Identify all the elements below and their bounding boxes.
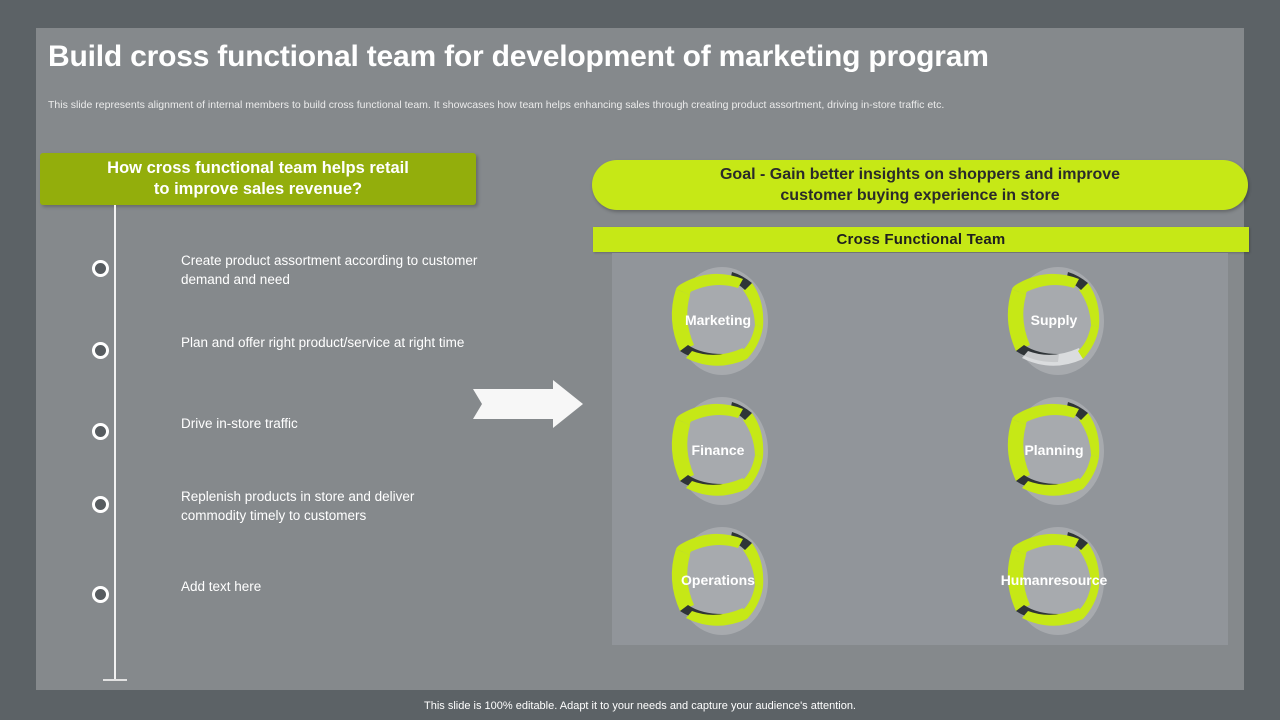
timeline-axis bbox=[114, 205, 116, 680]
page-subtitle: This slide represents alignment of inter… bbox=[48, 99, 945, 111]
timeline-marker-icon bbox=[92, 496, 109, 513]
timeline-marker-icon bbox=[92, 586, 109, 603]
right-arrow-icon bbox=[473, 380, 583, 428]
cross-functional-team-bar: Cross Functional Team bbox=[593, 227, 1249, 252]
left-panel-header: How cross functional team helps retail to… bbox=[40, 153, 476, 205]
page-title: Build cross functional team for developm… bbox=[48, 40, 989, 73]
timeline-marker-icon bbox=[92, 342, 109, 359]
team-node-finance[interactable]: Finance bbox=[646, 389, 790, 511]
team-node-marketing[interactable]: Marketing bbox=[646, 259, 790, 381]
timeline-item-label: Add text here bbox=[181, 579, 262, 594]
circular-arrows-icon bbox=[671, 397, 768, 505]
left-header-line-1: How cross functional team helps retail bbox=[107, 159, 409, 177]
goal-banner: Goal - Gain better insights on shoppers … bbox=[592, 160, 1248, 210]
team-panel: Marketing Suppl bbox=[612, 253, 1228, 645]
team-node-supply[interactable]: Supply bbox=[982, 259, 1126, 381]
goal-line-2: customer buying experience in store bbox=[780, 187, 1060, 204]
team-node-planning[interactable]: Planning bbox=[982, 389, 1126, 511]
timeline-item-label: Drive in-store traffic bbox=[181, 416, 298, 431]
goal-line-1: Goal - Gain better insights on shoppers … bbox=[719, 166, 1121, 183]
timeline-item-label: Replenish products in store and deliver … bbox=[181, 489, 415, 523]
team-node-operations[interactable]: Operations bbox=[646, 519, 790, 641]
timeline-item-label: Plan and offer right product/service at … bbox=[181, 335, 465, 350]
circular-arrows-icon bbox=[1007, 397, 1104, 505]
footer-note: This slide is 100% editable. Adapt it to… bbox=[424, 700, 856, 712]
slide-canvas: Build cross functional team for developm… bbox=[36, 28, 1249, 690]
cross-functional-team-label: Cross Functional Team bbox=[836, 231, 1006, 248]
circular-arrows-icon bbox=[671, 267, 768, 375]
timeline-axis-foot bbox=[103, 679, 127, 681]
circular-arrows-icon bbox=[671, 527, 768, 635]
timeline-item-label: Create product assortment according to c… bbox=[181, 253, 478, 287]
timeline-marker-icon bbox=[92, 423, 109, 440]
left-header-line-2: to improve sales revenue? bbox=[153, 180, 363, 198]
circular-arrows-icon bbox=[1007, 267, 1104, 375]
goal-banner-text: Goal - Gain better insights on shoppers … bbox=[720, 164, 1120, 206]
left-panel-header-text: How cross functional team helps retail to… bbox=[107, 158, 409, 200]
timeline-marker-icon bbox=[92, 260, 109, 277]
circular-arrows-icon bbox=[1007, 527, 1104, 635]
